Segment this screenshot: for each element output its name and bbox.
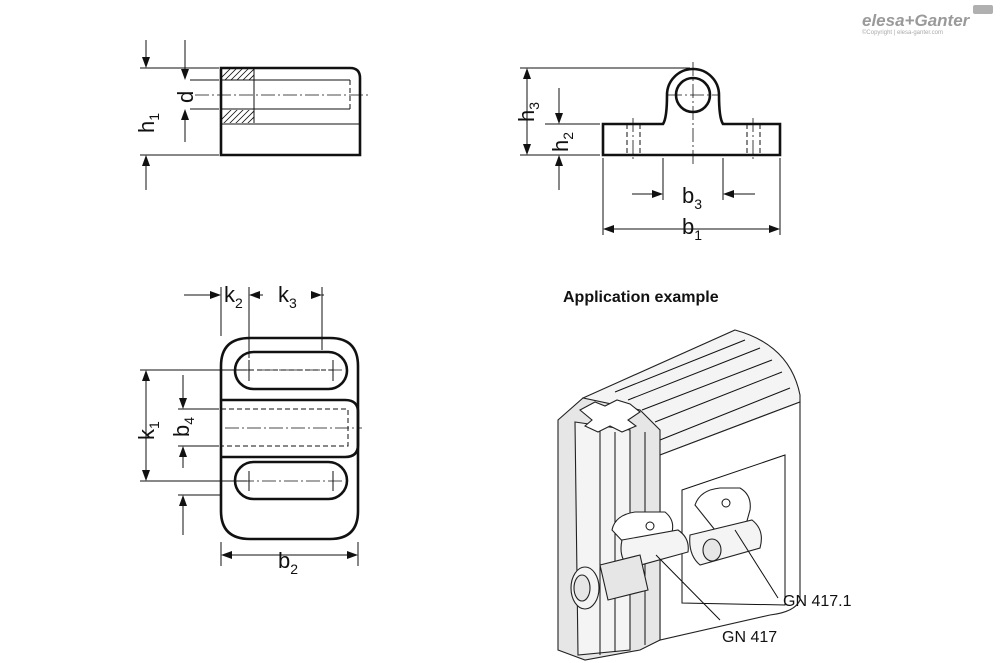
front-view: h3 h2 b3 b1 <box>514 62 782 243</box>
ce-mark-icon <box>973 5 993 14</box>
application-title: Application example <box>563 289 719 306</box>
dim-label-k2: k2 <box>224 282 243 311</box>
top-view: k1 b4 k2 k3 b2 <box>134 282 362 577</box>
dim-label-h2: h2 <box>548 132 576 152</box>
dim-label-b1: b1 <box>682 214 702 243</box>
dim-label-k3: k3 <box>278 282 297 311</box>
callout-gn-417: GN 417 <box>722 629 777 646</box>
callout-gn-417-1: GN 417.1 <box>783 593 852 610</box>
copyright-text: ©Copyright | elesa-ganter.com <box>862 29 943 36</box>
brand-logo: elesa+Ganter ©Copyright | elesa-ganter.c… <box>862 5 993 36</box>
application-example: Application example GN 41 <box>557 289 852 661</box>
dim-label-b2: b2 <box>278 548 298 577</box>
dim-label-d: d <box>173 91 198 103</box>
dim-label-k1: k1 <box>134 421 162 440</box>
dim-label-h3: h3 <box>514 102 542 122</box>
dim-label-h1: h1 <box>134 113 162 133</box>
brand-logo-text: elesa+Ganter <box>862 11 971 30</box>
dim-label-b3: b3 <box>682 183 702 212</box>
side-view: d h1 <box>134 40 370 190</box>
dim-label-b4: b4 <box>169 417 197 437</box>
